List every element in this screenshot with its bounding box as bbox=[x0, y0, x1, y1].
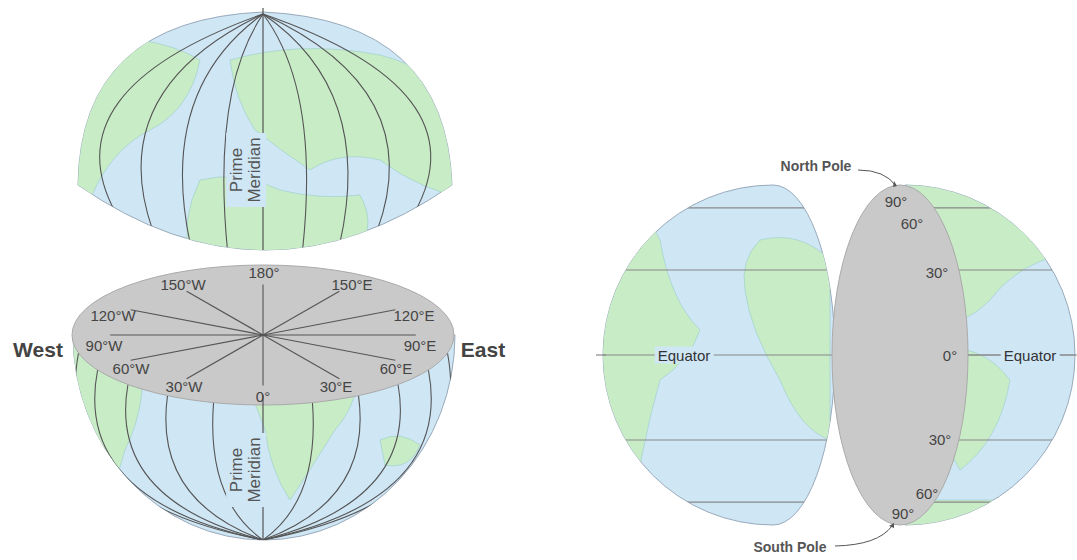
pole-label: North Pole bbox=[781, 159, 852, 173]
longitude-spoke bbox=[131, 335, 263, 360]
longitude-label: 150°W bbox=[160, 277, 205, 292]
meridian-line bbox=[263, 14, 348, 244]
latitude-line bbox=[580, 269, 1077, 270]
latitude-label: 0° bbox=[943, 348, 957, 363]
longitude-spoke bbox=[131, 310, 263, 335]
leader-line bbox=[835, 526, 892, 546]
latitude-line bbox=[580, 502, 1077, 503]
leader-arrowhead bbox=[889, 523, 894, 528]
equator-label: Equator bbox=[655, 347, 714, 364]
longitude-label: 90°E bbox=[404, 338, 437, 353]
meridian-line bbox=[263, 14, 389, 231]
longitude-spoke bbox=[187, 335, 263, 379]
meridian-line bbox=[263, 396, 360, 540]
leader-line bbox=[858, 170, 896, 186]
latitude-line bbox=[580, 439, 1077, 440]
equatorial-plane bbox=[72, 265, 454, 405]
meridian-plane bbox=[832, 185, 968, 525]
latitude-line bbox=[580, 502, 1077, 503]
eastern-globe-piece bbox=[580, 185, 1077, 530]
longitude-label: 30°W bbox=[166, 379, 203, 394]
longitude-label: 60°W bbox=[113, 361, 150, 376]
prime-meridian-line bbox=[262, 8, 263, 250]
longitude-label: 0° bbox=[256, 389, 270, 404]
meridian-line bbox=[263, 14, 307, 251]
latitude-line bbox=[580, 207, 1077, 208]
longitude-spoke bbox=[263, 310, 395, 335]
latitude-label: 30° bbox=[926, 265, 949, 280]
equator-label: Equator bbox=[1001, 347, 1060, 364]
meridian-label: Prime Meridian bbox=[226, 133, 266, 207]
meridian-line bbox=[182, 14, 263, 244]
latitude-line bbox=[580, 269, 1077, 270]
longitude-label: 120°W bbox=[90, 308, 135, 323]
latitude-label: 60° bbox=[916, 486, 939, 501]
longitude-spoke bbox=[263, 334, 416, 335]
longitude-label: 60°E bbox=[380, 361, 413, 376]
longitude-spoke bbox=[110, 334, 263, 335]
direction-label: East bbox=[461, 339, 505, 360]
longitude-label: 30°E bbox=[320, 379, 353, 394]
latitude-label: 90° bbox=[885, 194, 908, 209]
latitude-line bbox=[580, 439, 1077, 440]
longitude-label: 120°E bbox=[393, 308, 434, 323]
direction-label: West bbox=[13, 339, 63, 360]
longitude-spoke bbox=[262, 335, 263, 385]
meridian-line bbox=[263, 384, 400, 540]
meridian-line bbox=[263, 14, 431, 212]
northern-hemisphere bbox=[60, 12, 470, 260]
latitude-label: 60° bbox=[901, 216, 924, 231]
longitude-label: 180° bbox=[248, 265, 279, 280]
equator-tick bbox=[596, 354, 606, 355]
longitude-spoke bbox=[263, 335, 339, 379]
latitude-label: 30° bbox=[929, 432, 952, 447]
latitude-line bbox=[580, 207, 1077, 208]
pole-label: South Pole bbox=[753, 540, 826, 554]
latitude-label: 90° bbox=[892, 506, 915, 521]
leader-arrowhead bbox=[893, 181, 897, 187]
longitude-spoke bbox=[263, 335, 395, 360]
meridian-label: Prime Meridian bbox=[226, 433, 266, 507]
longitude-spoke bbox=[187, 291, 263, 335]
longitude-spoke bbox=[263, 291, 339, 335]
longitude-spoke bbox=[262, 285, 263, 335]
longitude-label: 90°W bbox=[86, 338, 123, 353]
longitude-label: 150°E bbox=[331, 277, 372, 292]
